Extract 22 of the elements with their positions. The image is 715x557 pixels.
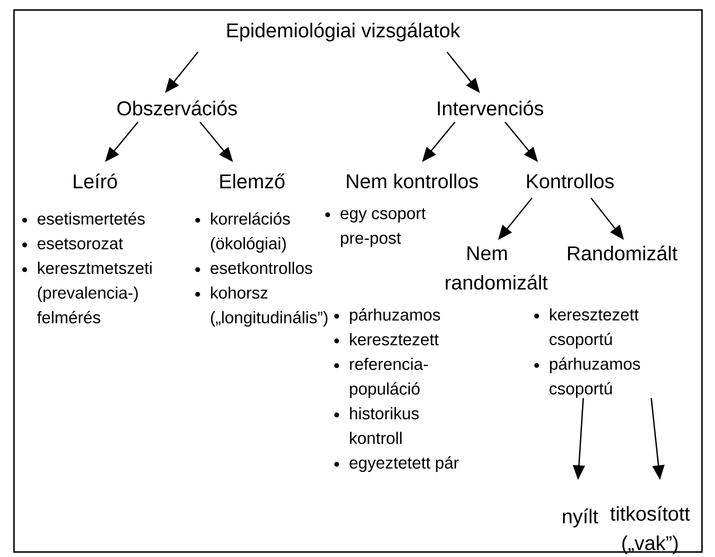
category-label: Epidemiológiai vizsgálatok (227, 22, 460, 42)
category-label: Intervenciós (438, 100, 544, 116)
list-item: esetsorozat (22, 238, 123, 250)
list-item: esetismertetés (22, 212, 145, 225)
category-label: Elemző (220, 174, 285, 188)
list-item: korrelációs (ökológiai) (195, 212, 290, 253)
list-item: keresztmetszeti (prevalencia-) felmérés (22, 262, 152, 324)
list-item: keresztezett (334, 333, 439, 346)
category-label: Randomizált (568, 246, 678, 260)
list-item: egyeztetett pár (334, 456, 459, 472)
list-item: egy csoport pre-post (325, 208, 426, 248)
category-label: titkosított („vak”) (610, 506, 690, 554)
category-label: Nem kontrollos (346, 174, 478, 188)
category-label: Leíró (74, 174, 117, 188)
list-item: kohorsz („longitudinális”) (195, 286, 328, 327)
category-label: Obszervációs (117, 100, 237, 116)
category-label: Kontrollos (527, 174, 614, 188)
list-item: esetkontrollos (195, 262, 312, 274)
list-item: párhuzamos (334, 308, 440, 324)
list-item: párhuzamos csoportú (534, 357, 640, 398)
category-label: nyílt (562, 508, 598, 528)
category-label: Nem randomizált (446, 246, 548, 290)
